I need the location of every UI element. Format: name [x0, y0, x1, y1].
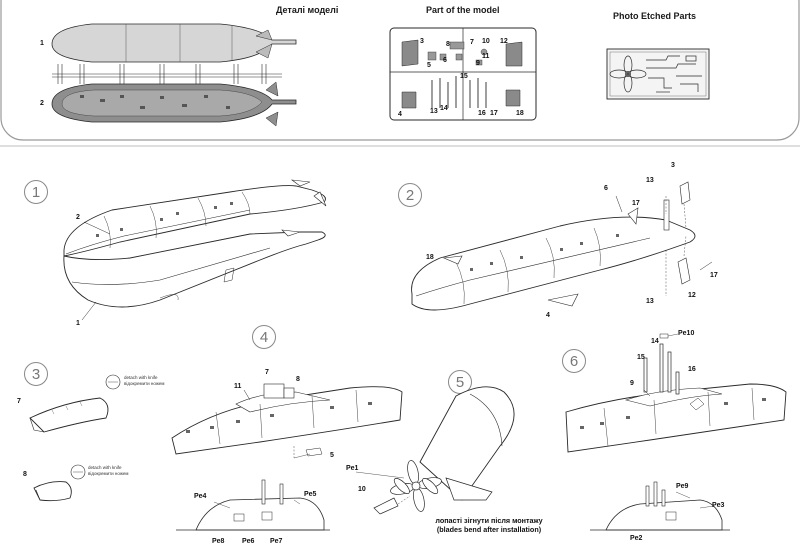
- step4-label-pe4: Pe4: [194, 493, 207, 500]
- step3-detach-note-7: detach with knife відокремити ножем: [124, 375, 164, 386]
- sprue-label-14: 14: [440, 105, 448, 112]
- step4-label-pe8: Pe8: [212, 538, 225, 545]
- label-part-1: 1: [40, 40, 44, 47]
- step6-label-16: 16: [688, 366, 696, 373]
- sprue-label-11: 11: [482, 53, 490, 60]
- step1-label-lower: 1: [76, 320, 80, 327]
- sprue-label-13: 13: [430, 108, 438, 115]
- sprue-label-3: 3: [420, 38, 424, 45]
- step-number-6: 6: [562, 349, 586, 373]
- step-number-3: 3: [24, 362, 48, 386]
- step4-label-pe5: Pe5: [304, 491, 317, 498]
- step6-label-14: 14: [651, 338, 659, 345]
- step2-label-4: 4: [546, 312, 550, 319]
- sprue-label-16: 16: [478, 110, 486, 117]
- step4-label-pe6: Pe6: [242, 538, 255, 545]
- sprue-label-17: 17: [490, 110, 498, 117]
- small-parts-sprue-drawing: [389, 27, 537, 121]
- step2-label-13b: 13: [646, 298, 654, 305]
- step3-detach-en-8: detach with knife: [88, 465, 122, 470]
- sprue-label-7: 7: [470, 39, 474, 46]
- step5-label-pe1: Pe1: [346, 465, 359, 472]
- step5-propeller-drawing: [355, 386, 515, 515]
- step5-blades-note: лопасті зігнути після монтажу (blades be…: [424, 516, 554, 534]
- header-photo-etched: Photo Etched Parts: [613, 11, 697, 21]
- sprue-label-18: 18: [516, 110, 524, 117]
- step3-detach-ua-8: відокремити ножем: [88, 470, 129, 476]
- sprue-label-9: 9: [476, 60, 480, 67]
- step6-label-pe9: Pe9: [676, 483, 689, 490]
- sprue-label-8: 8: [446, 41, 450, 48]
- step3-label-8: 8: [23, 471, 27, 478]
- sprue-label-6: 6: [443, 57, 447, 64]
- step4-label-8: 8: [296, 376, 300, 383]
- step3-detach-ua-7: відокремити ножем: [124, 380, 165, 386]
- sprue-label-10: 10: [482, 38, 490, 45]
- sprue-label-15: 15: [460, 73, 468, 80]
- step-number-2: 2: [398, 183, 422, 207]
- photo-etched-fret-drawing: [606, 48, 710, 100]
- step2-label-17b: 17: [710, 272, 718, 279]
- step6-label-15: 15: [637, 354, 645, 361]
- step6-label-9: 9: [630, 380, 634, 387]
- step4-label-7: 7: [265, 369, 269, 376]
- step2-label-12: 12: [688, 292, 696, 299]
- label-part-2: 2: [40, 100, 44, 107]
- step6-label-pe10: Pe10: [678, 330, 695, 337]
- top-panel-frame: [0, 0, 800, 141]
- step1-hull-assembly-drawing: [63, 179, 327, 321]
- step3-parts-drawing: [29, 374, 121, 502]
- step2-label-13a: 13: [646, 177, 654, 184]
- sprue-label-4: 4: [398, 111, 402, 118]
- step-number-1: 1: [24, 180, 48, 204]
- header-parts-en: Part of the model: [426, 5, 500, 15]
- step4-label-5: 5: [330, 452, 334, 459]
- step4-label-11: 11: [234, 383, 242, 390]
- step2-assembly-drawing: [411, 181, 713, 311]
- step5-note-ua: лопасті зігнути після монтажу: [435, 516, 543, 525]
- step2-label-17a: 17: [632, 200, 640, 207]
- step4-label-pe7: Pe7: [270, 538, 283, 545]
- step4-sail-drawing: [171, 383, 403, 531]
- step6-label-pe3: Pe3: [712, 502, 725, 509]
- step3-label-7: 7: [17, 398, 21, 405]
- step3-detach-note-8: detach with knife відокремити ножем: [88, 465, 128, 476]
- step2-label-3: 3: [671, 162, 675, 169]
- step2-label-18: 18: [426, 254, 434, 261]
- header-parts-ua: Деталі моделі: [276, 5, 339, 15]
- step2-label-6: 6: [604, 185, 608, 192]
- step6-label-pe2: Pe2: [630, 535, 643, 542]
- sprue-label-12: 12: [500, 38, 508, 45]
- step5-note-en: (blades bend after installation): [436, 525, 542, 534]
- step-number-4: 4: [252, 325, 276, 349]
- section-divider: [0, 145, 800, 147]
- step3-detach-en-7: detach with knife: [124, 375, 158, 380]
- step1-label-upper: 2: [76, 214, 80, 221]
- hull-sprue-drawing: [51, 23, 297, 127]
- sprue-label-5: 5: [427, 62, 431, 69]
- step5-label-10: 10: [358, 486, 366, 493]
